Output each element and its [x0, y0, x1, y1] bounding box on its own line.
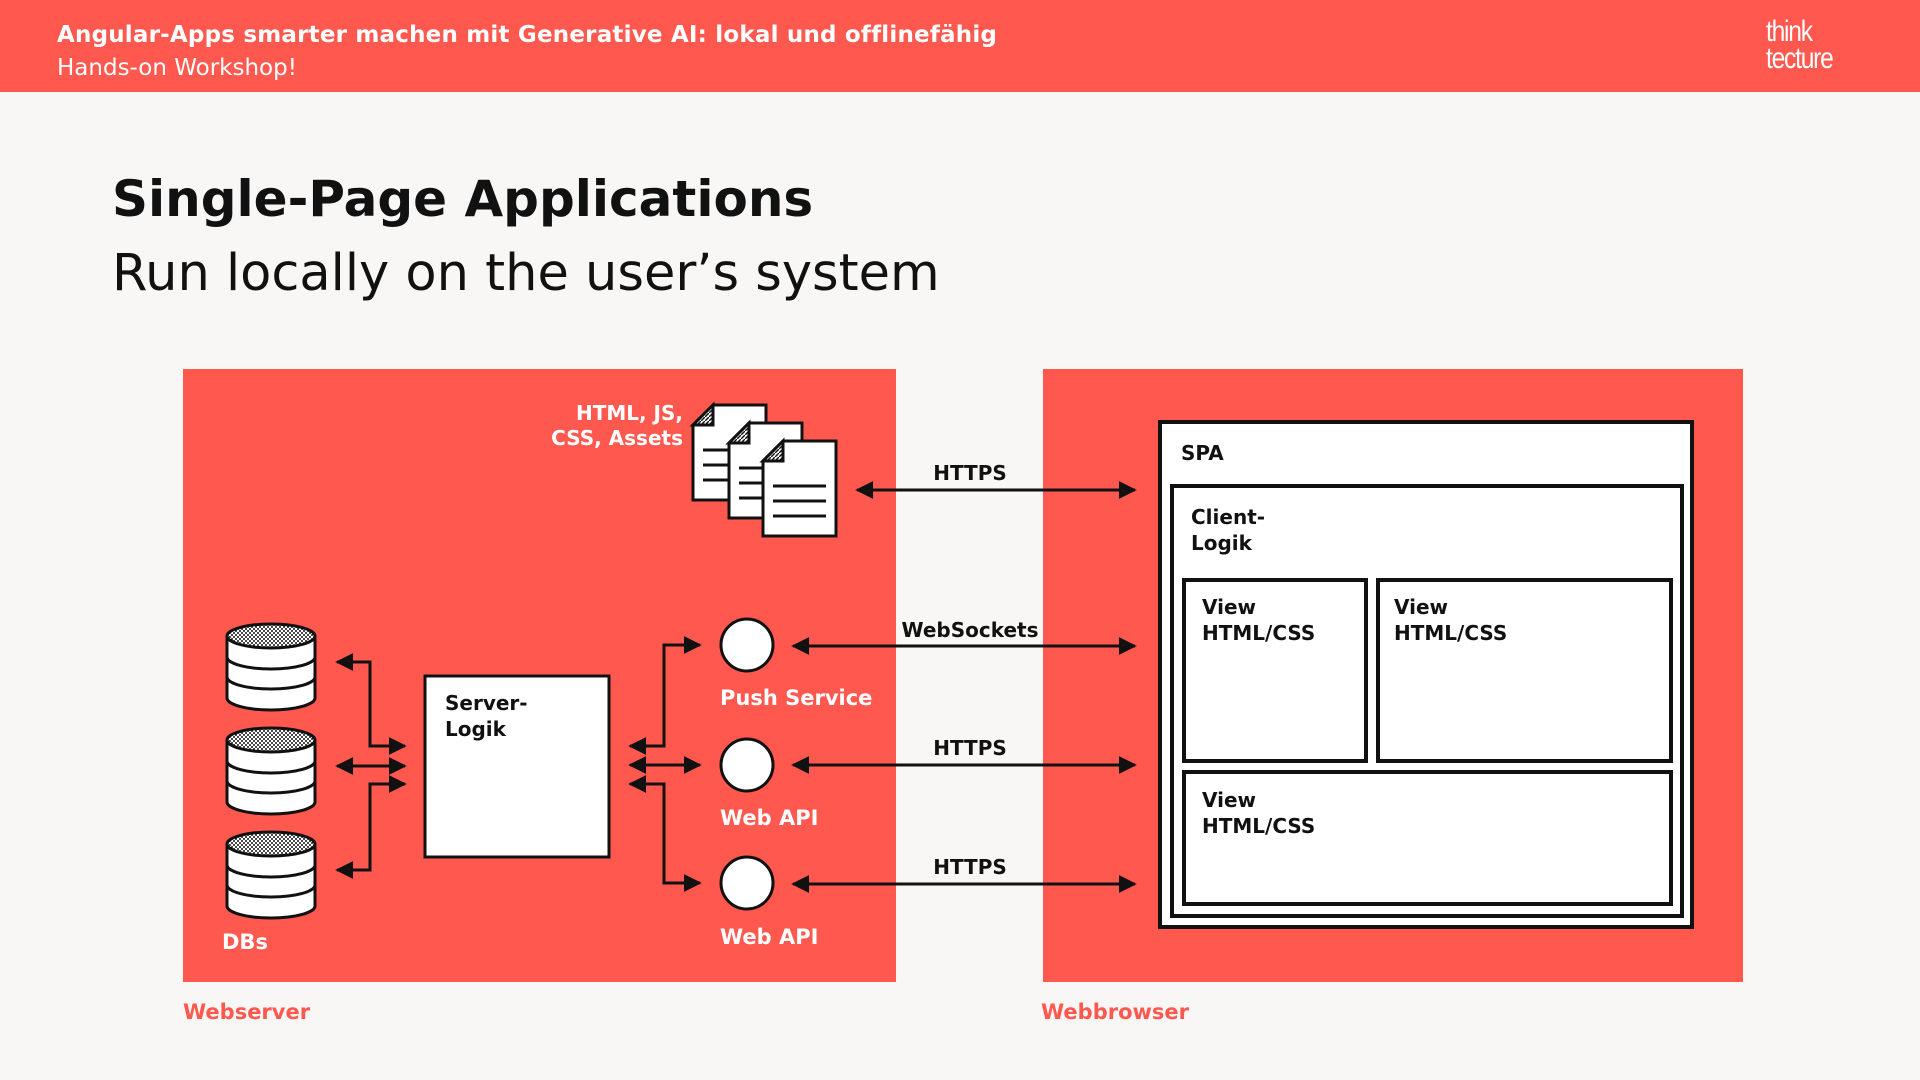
- view-label: View: [1394, 595, 1448, 619]
- connection-label-https: HTTPS: [933, 736, 1007, 760]
- assets-label-line1: HTML, JS,: [576, 401, 683, 425]
- spa-label: SPA: [1181, 441, 1224, 465]
- view-box: [1182, 770, 1673, 906]
- client-server-connectors: [791, 481, 1137, 893]
- view-tech-label: HTML/CSS: [1394, 621, 1507, 645]
- database-icon: [225, 726, 317, 816]
- thinktecture-logo: think tecture: [1766, 15, 1834, 75]
- server-logic-label-line1: Server-: [445, 691, 528, 715]
- web-api-node: [719, 855, 775, 911]
- dbs-label: DBs: [222, 930, 268, 954]
- web-api-label: Web API: [720, 806, 818, 830]
- view-box: [1182, 578, 1368, 763]
- webserver-caption: Webserver: [183, 1000, 311, 1024]
- presentation-title: Angular-Apps smarter machen mit Generati…: [57, 22, 998, 48]
- database-icon: [225, 830, 317, 920]
- presentation-subtitle: Hands-on Workshop!: [57, 55, 297, 81]
- view-label: View: [1202, 595, 1256, 619]
- document-stack-icon: [689, 401, 838, 538]
- client-logic-label-line2: Logik: [1191, 531, 1253, 555]
- view-box: [1376, 578, 1673, 763]
- db-server-connectors: [335, 653, 407, 879]
- server-logic-label-line2: Logik: [445, 717, 507, 741]
- web-api-node: [719, 737, 775, 793]
- view-tech-label: HTML/CSS: [1202, 621, 1315, 645]
- database-icon: [225, 622, 317, 712]
- connection-label-https: HTTPS: [933, 855, 1007, 879]
- header-bar: Angular-Apps smarter machen mit Generati…: [0, 0, 1920, 92]
- push-service-node: [719, 617, 775, 673]
- server-service-connectors: [628, 636, 702, 892]
- slide-heading: Single-Page Applications: [112, 170, 814, 228]
- push-service-label: Push Service: [720, 686, 872, 710]
- view-tech-label: HTML/CSS: [1202, 814, 1315, 838]
- view-label: View: [1202, 788, 1256, 812]
- server-logic-box: [423, 674, 611, 859]
- assets-label-line2: CSS, Assets: [551, 426, 683, 450]
- connection-label-https: HTTPS: [933, 461, 1007, 485]
- client-logic-label-line1: Client-: [1191, 505, 1265, 529]
- web-api-label: Web API: [720, 925, 818, 949]
- connection-label-websockets: WebSockets: [901, 618, 1038, 642]
- webbrowser-caption: Webbrowser: [1041, 1000, 1190, 1024]
- slide-subheading: Run locally on the user’s system: [112, 244, 940, 303]
